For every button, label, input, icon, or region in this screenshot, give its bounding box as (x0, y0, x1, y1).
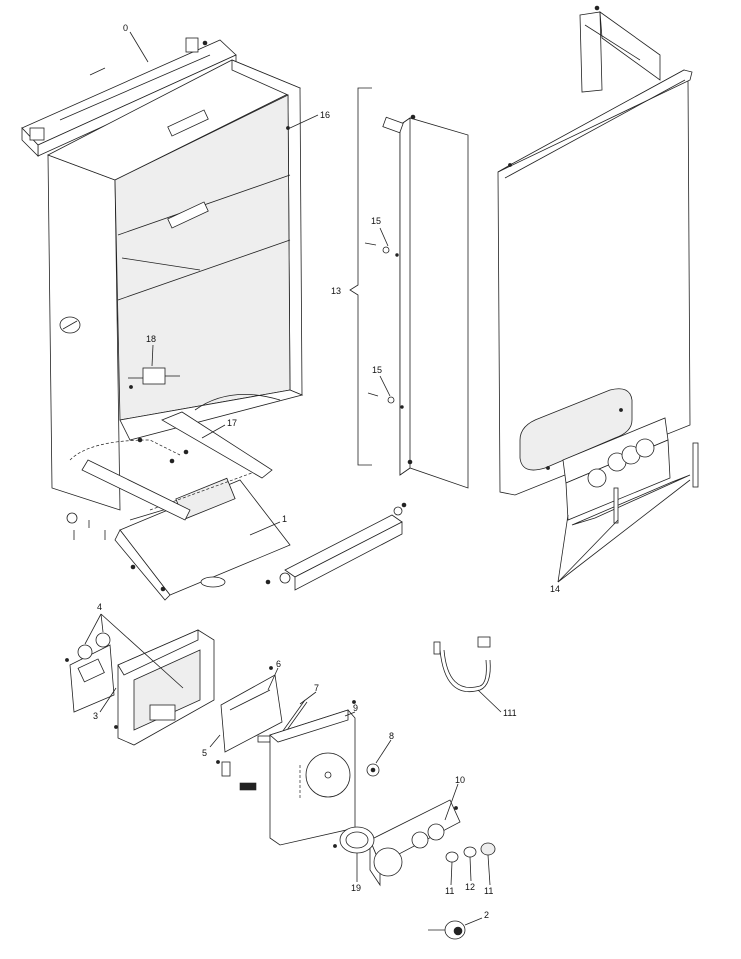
callout-19: 19 (351, 883, 361, 893)
valve-bracket (128, 367, 180, 389)
side-panel (364, 114, 469, 489)
callout-4: 4 (97, 602, 102, 612)
callout-14: 14 (550, 584, 560, 594)
callout-9: 9 (353, 703, 358, 713)
callout-15b: 15 (372, 365, 382, 375)
callout-7: 7 (314, 683, 319, 693)
callout-0: 0 (123, 23, 128, 33)
callout-18: 18 (146, 334, 156, 344)
frame-bar (69, 411, 273, 521)
main-chassis (47, 59, 304, 511)
cover-plate (269, 700, 380, 846)
callout-111: 111 (503, 708, 517, 718)
callout-11a: 11 (445, 886, 454, 896)
callout-15a: 15 (371, 216, 381, 226)
callout-10: 10 (455, 775, 465, 785)
callout-2: 2 (484, 910, 489, 920)
cross-member (265, 502, 407, 591)
bracket-13 (349, 87, 372, 466)
control-box (65, 629, 308, 791)
callout-13: 13 (331, 286, 341, 296)
leader-lines (84, 31, 691, 926)
callout-6: 6 (276, 659, 281, 669)
control-panel-assembly (333, 799, 496, 887)
mounting-bracket (21, 37, 237, 157)
callout-3: 3 (93, 711, 98, 721)
front-case (497, 5, 699, 526)
callout-8: 8 (389, 731, 394, 741)
callout-labels: 0 16 13 15 15 18 17 1 14 4 3 6 7 5 9 8 1… (93, 23, 560, 920)
bottom-pan (114, 469, 291, 601)
callout-11b: 11 (484, 886, 493, 896)
callout-16: 16 (320, 110, 330, 120)
bottom-fixings (66, 512, 106, 540)
wiring-harness (433, 636, 491, 692)
callout-1: 1 (282, 514, 287, 524)
callout-5: 5 (202, 748, 207, 758)
callout-17: 17 (227, 418, 237, 428)
callout-12: 12 (465, 882, 475, 892)
sensor-part (428, 920, 466, 940)
